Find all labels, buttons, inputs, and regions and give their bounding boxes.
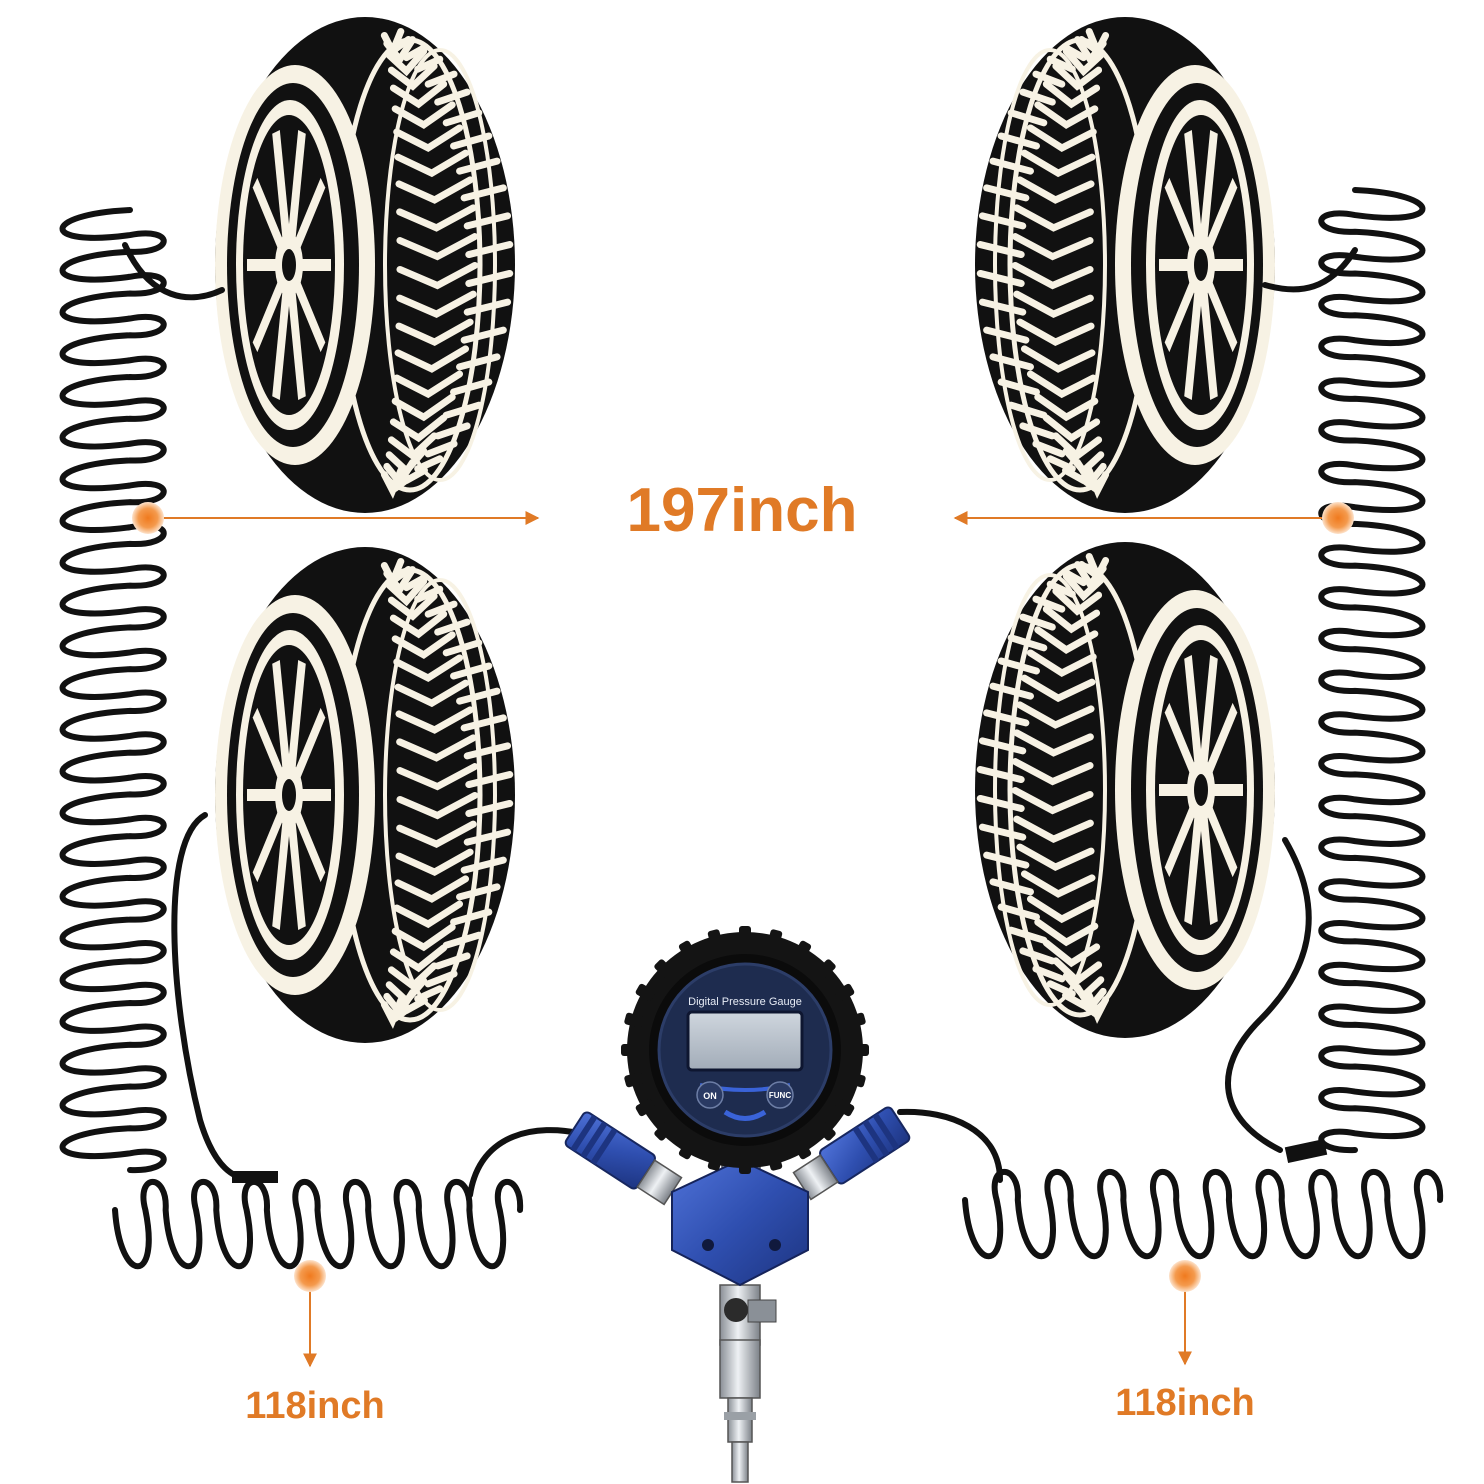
- coiled-hose-left: [59, 207, 581, 1270]
- orange-dot-icon: [1322, 502, 1354, 534]
- orange-dot-icon: [132, 502, 164, 534]
- hose-length-measure-left: [294, 1260, 326, 1368]
- orange-dot-icon: [294, 1260, 326, 1292]
- gauge-func-label: FUNC: [769, 1091, 791, 1100]
- gauge-on-button[interactable]: [696, 1081, 724, 1109]
- tire-icon: [975, 17, 1275, 513]
- tire-icon: [215, 547, 515, 1043]
- gauge-on-label: ON: [703, 1091, 717, 1101]
- hose-length-measure-right: [1169, 1260, 1201, 1366]
- orange-dot-icon: [1169, 1260, 1201, 1292]
- tire-icon: [215, 17, 515, 513]
- coiled-hose-right: [897, 187, 1444, 1260]
- span-length-label: 197inch: [626, 476, 858, 545]
- right-hose-length-label: 118inch: [1115, 1382, 1255, 1424]
- gauge-func-button[interactable]: [766, 1081, 794, 1109]
- pressure-gauge-icon: Digital Pressure Gauge ON FUNC: [564, 926, 911, 1483]
- left-hose-length-label: 118inch: [245, 1385, 385, 1427]
- gauge-title: Digital Pressure Gauge: [688, 996, 802, 1008]
- gauge-lcd-screen: [686, 1010, 804, 1072]
- span-measure: [132, 502, 1354, 534]
- tire-icon: [975, 542, 1275, 1038]
